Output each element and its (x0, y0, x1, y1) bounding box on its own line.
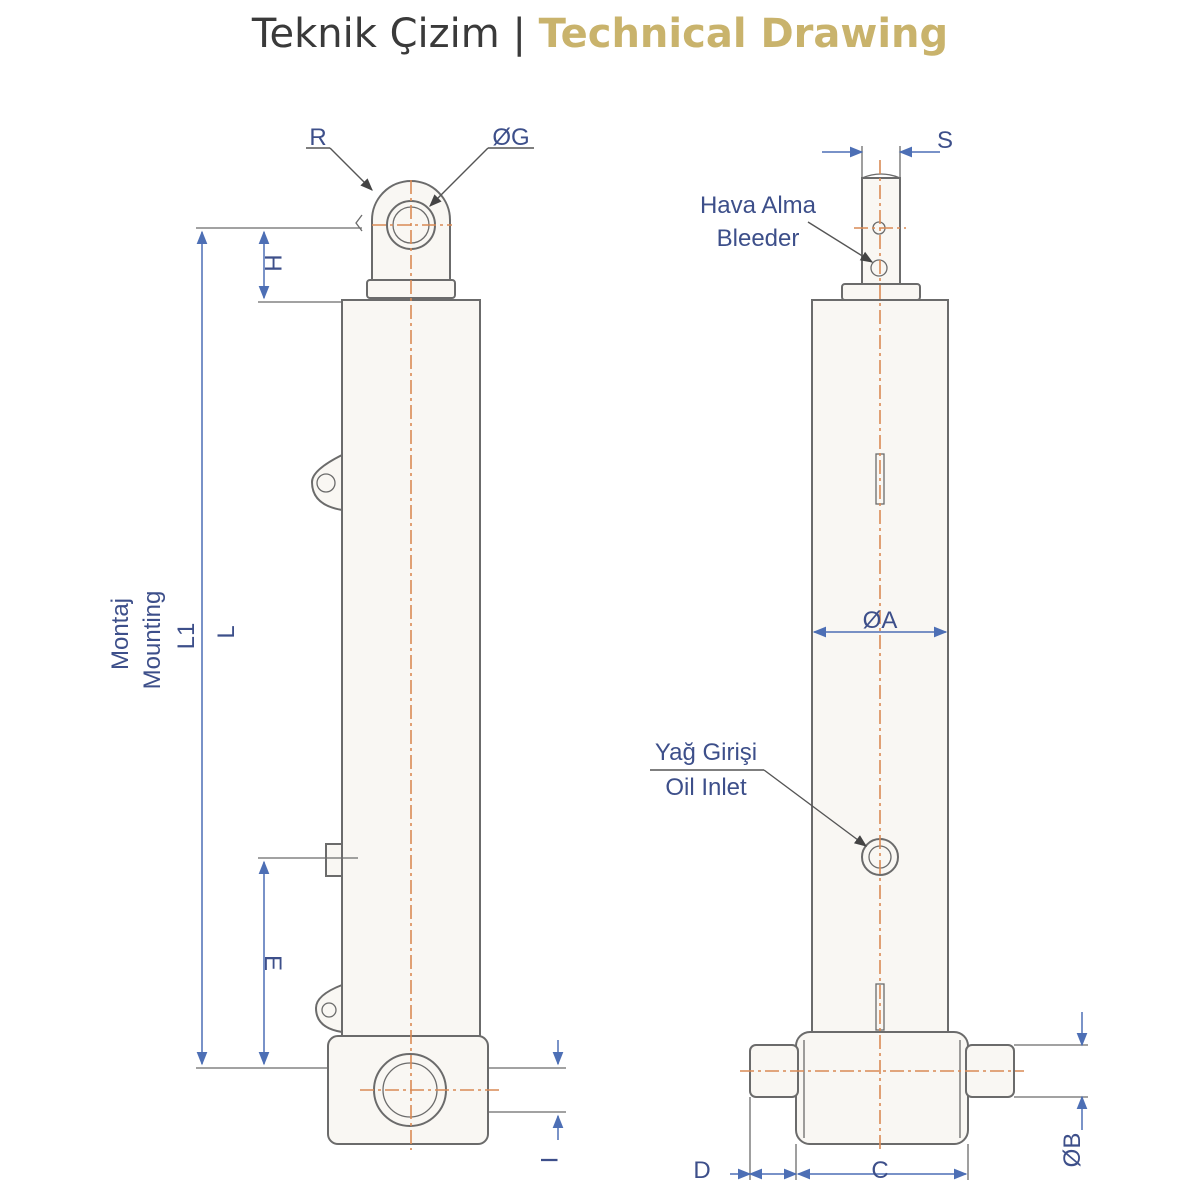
label-L1: L1 (173, 623, 200, 650)
side-port (325, 843, 343, 877)
label-A: ØA (863, 607, 898, 634)
label-bleeder-tr: Hava Alma (700, 192, 817, 219)
side-top-cap (841, 283, 921, 301)
label-H: H (259, 254, 286, 271)
label-L: L (213, 625, 240, 638)
label-oil-tr: Yağ Girişi (655, 739, 757, 766)
label-G: ØG (492, 124, 529, 151)
label-oil-en: Oil Inlet (665, 774, 747, 801)
label-mounting: Mounting (139, 591, 166, 690)
leader-G (429, 147, 489, 207)
label-montaj: Montaj (107, 598, 134, 670)
label-I: I (535, 1157, 562, 1164)
label-R: R (309, 124, 326, 151)
title-turkish: Teknik Çizim (251, 11, 500, 57)
bleeder-port (870, 259, 888, 277)
side-bottom-block (795, 1031, 969, 1145)
side-view: S Hava Alma Bleeder ØA Yağ Girişi Oil In… (650, 127, 1088, 1184)
label-B: ØB (1059, 1133, 1086, 1168)
title-separator: | (512, 11, 526, 57)
front-view: R ØG H E I Montaj Mounting L1 L (107, 124, 566, 1163)
label-C: C (871, 1157, 888, 1184)
page-title: Teknik Çizim | Technical Drawing (0, 8, 1200, 60)
label-S: S (937, 127, 953, 154)
leader-bleeder (807, 221, 874, 263)
side-lug-upper (310, 453, 343, 512)
side-lug-lower (314, 983, 343, 1034)
label-bleeder-en: Bleeder (717, 225, 800, 252)
label-E: E (259, 955, 286, 971)
label-D: D (693, 1157, 710, 1184)
leader-oil-inlet (763, 769, 868, 847)
leader-R (329, 147, 373, 191)
top-tang (861, 177, 901, 287)
title-english: Technical Drawing (538, 11, 949, 57)
